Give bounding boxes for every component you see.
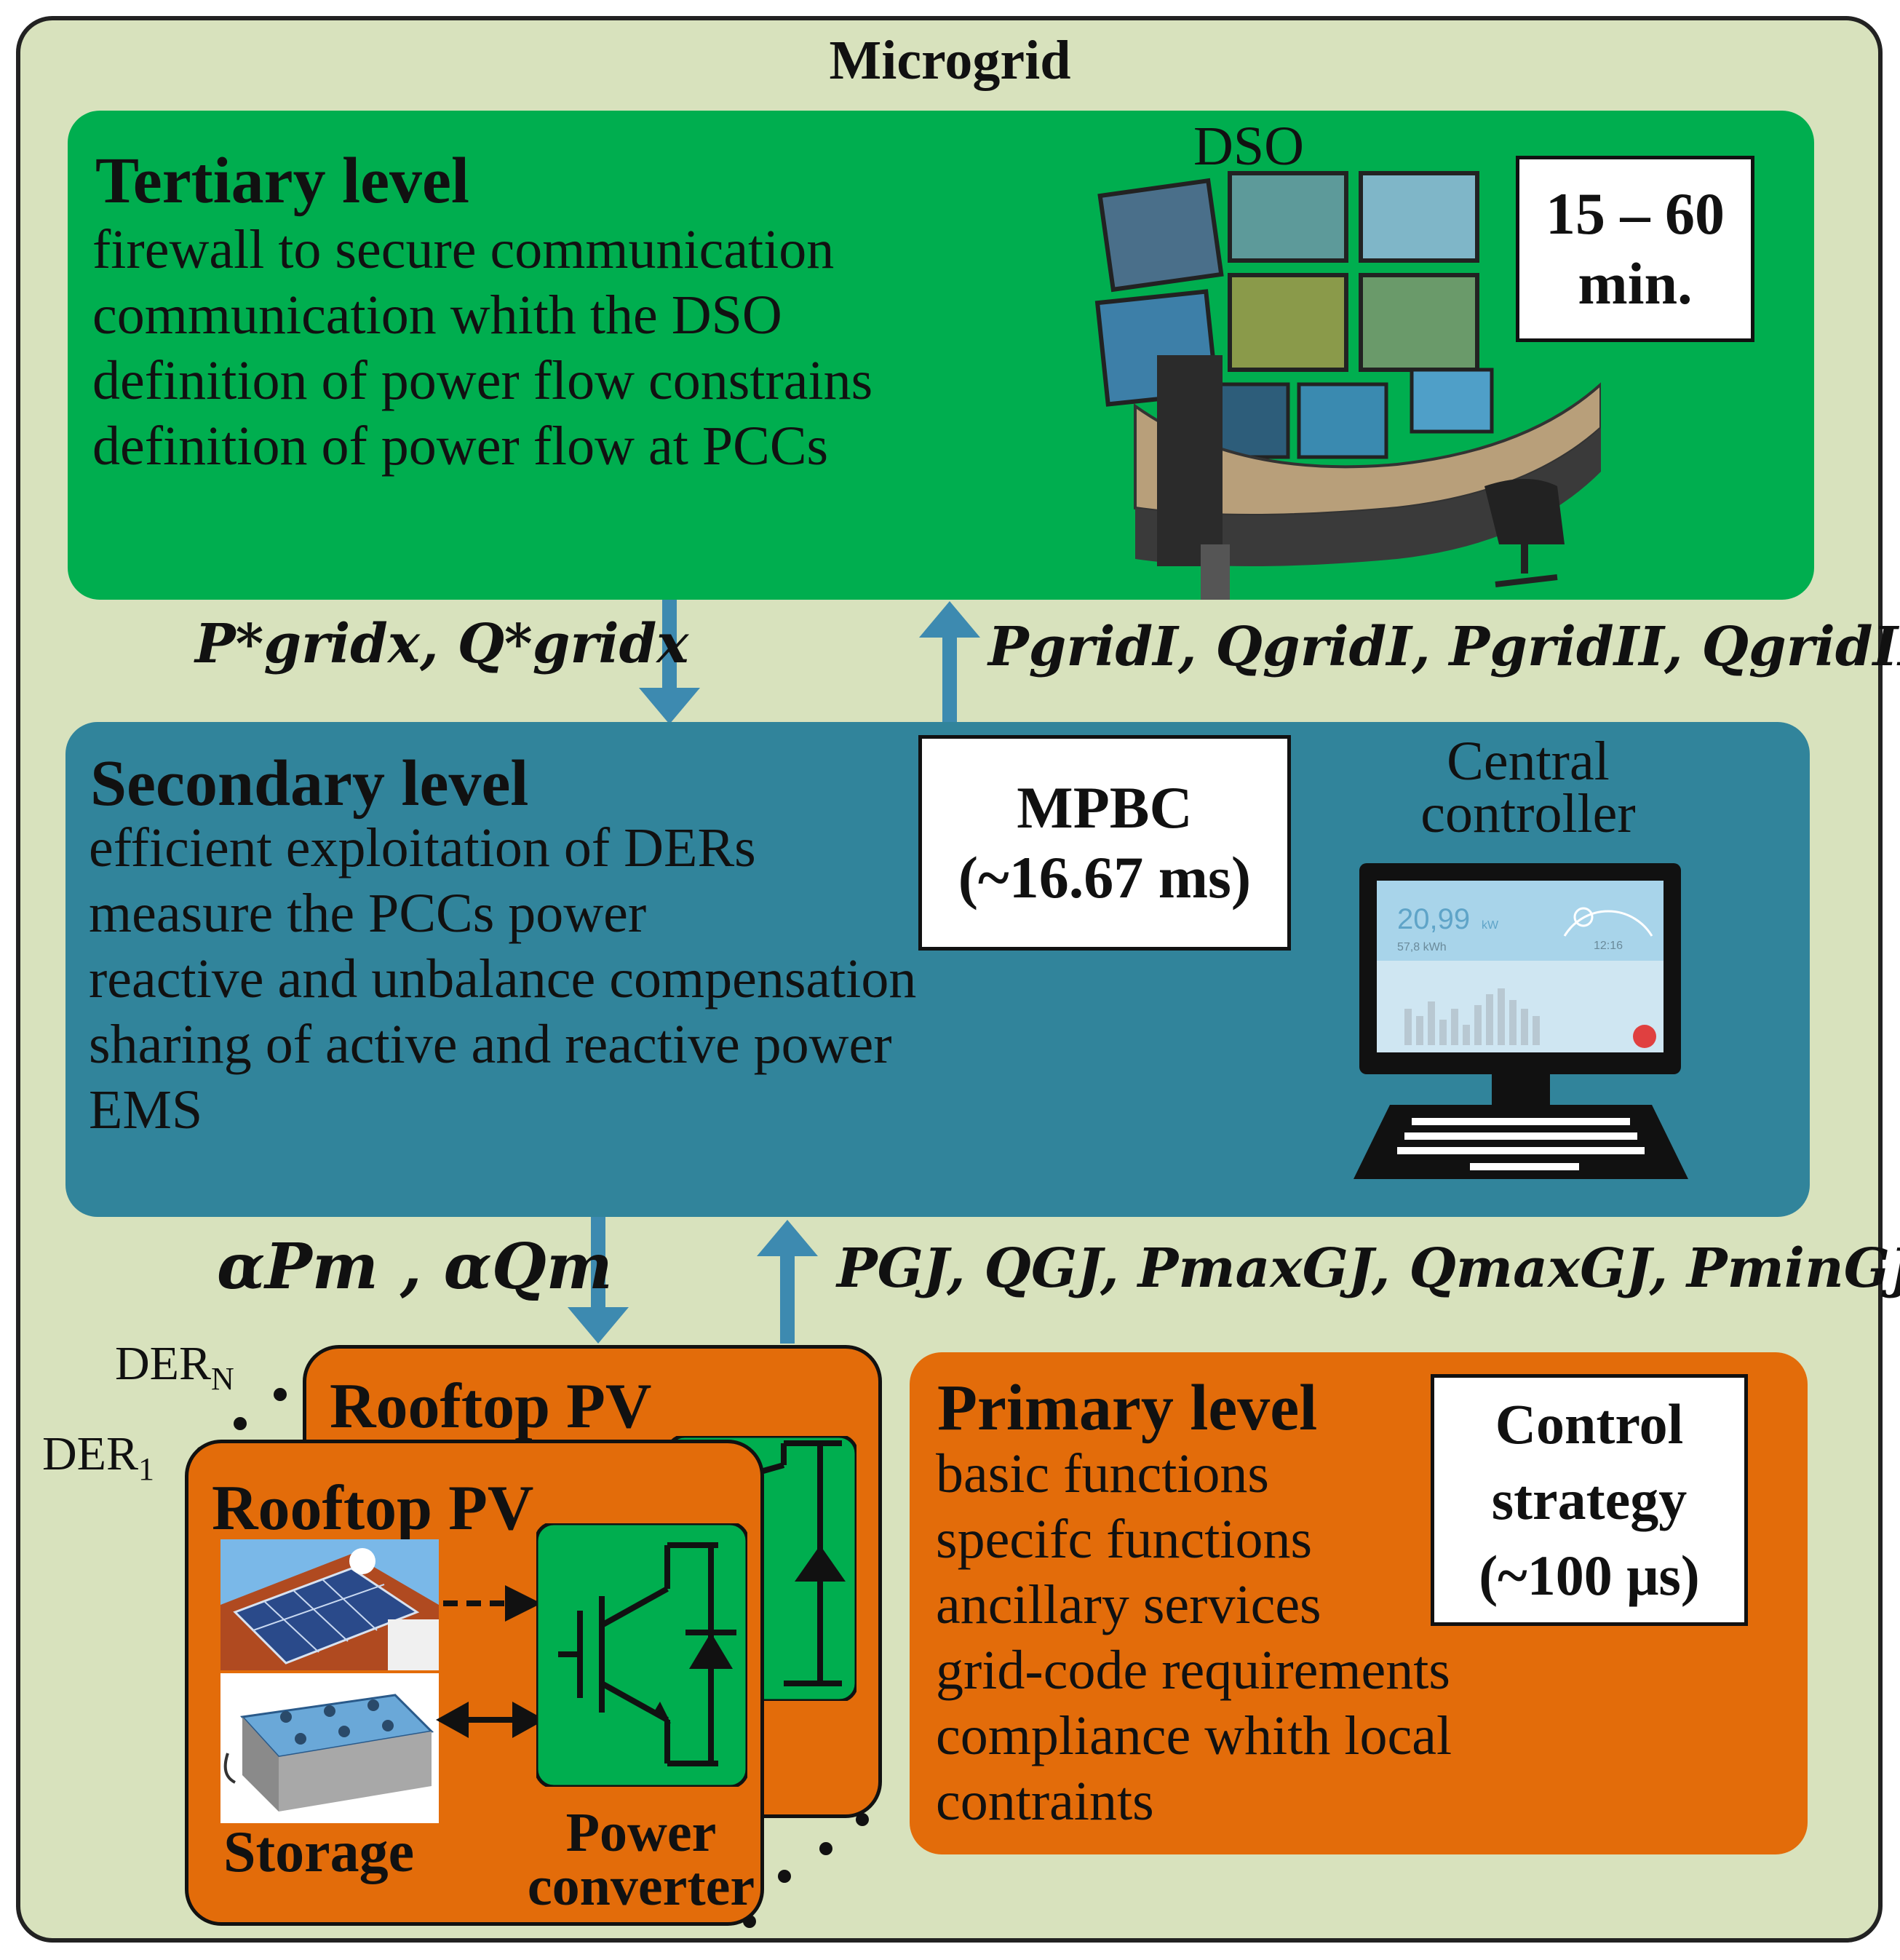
dso-label: DSO	[1193, 116, 1305, 177]
primary-lines: basic functions specifc functions ancill…	[936, 1441, 1452, 1834]
tertiary-time-line2: min.	[1578, 250, 1693, 317]
rooftop-solar-panel-image	[220, 1539, 439, 1670]
der-n-text: DER	[115, 1337, 211, 1390]
tertiary-line: firewall to secure communication	[92, 219, 835, 280]
primary-line: grid-code requirements	[936, 1640, 1450, 1701]
control-strategy-line3: (~100 μs)	[1479, 1544, 1700, 1607]
primary-title: Primary level	[937, 1372, 1318, 1444]
microgrid-title: Microgrid	[829, 30, 1071, 91]
der-1-flow-arrows	[436, 1585, 545, 1738]
secondary-lines: efficient exploitation of DERs measure t…	[89, 815, 916, 1143]
participation-factors-text: αPm , αQm	[217, 1230, 613, 1304]
control-strategy-line1: Control	[1495, 1392, 1684, 1456]
grid-measurement-text: PgridI, QgridI, PgridII, QgridII	[988, 616, 1900, 678]
control-strategy-line2: strategy	[1491, 1468, 1688, 1531]
tertiary-time-box: 15 – 60 min.	[1516, 156, 1754, 342]
der-1-label: DER1	[42, 1427, 154, 1488]
dso-control-room-image	[1094, 171, 1601, 600]
central-controller-computer-icon: 20,99 kW 57,8 kWh 12:16	[1354, 863, 1688, 1179]
screen-sub: 57,8 kWh	[1397, 941, 1447, 953]
secondary-line: reactive and unbalance compensation	[89, 948, 917, 1009]
grid-reference-text: P*gridx, Q*gridx	[195, 613, 689, 675]
der-n-label: DERN	[115, 1336, 234, 1397]
screen-time: 12:16	[1594, 940, 1623, 952]
mpbc-box: MPBC (~16.67 ms)	[918, 735, 1291, 951]
label-der-power-limits: PGJ, QGJ, PmaxGJ, QmaxGJ, PminGJ	[837, 1237, 1900, 1300]
tertiary-line: definition of power flow at PCCs	[92, 416, 829, 477]
secondary-line: measure the PCCs power	[89, 883, 647, 944]
tertiary-title: Tertiary level	[95, 145, 469, 217]
der-1-text: DER	[42, 1427, 138, 1480]
label-participation-factors: αPm , αQm	[217, 1230, 613, 1304]
control-strategy-box: Control strategy (~100 μs)	[1431, 1374, 1748, 1626]
power-converter-icon	[536, 1523, 747, 1787]
central-controller-label: Central controller	[1383, 731, 1674, 844]
secondary-line: efficient exploitation of DERs	[89, 817, 756, 878]
mpbc-line1: MPBC	[1017, 774, 1193, 841]
power-converter-line2: converter	[527, 1856, 755, 1917]
tertiary-line: definition of power flow constrains	[92, 350, 873, 411]
primary-line: specifc functions	[936, 1509, 1313, 1570]
tertiary-line: communication whith the DSO	[92, 285, 782, 346]
storage-label: Storage	[223, 1820, 415, 1884]
primary-line: basic functions	[936, 1443, 1270, 1504]
secondary-line: sharing of active and reactive power	[89, 1014, 892, 1075]
der-1-card: Rooftop PV	[185, 1440, 764, 1926]
central-controller-line1: Central	[1447, 731, 1610, 792]
secondary-line: EMS	[89, 1079, 203, 1140]
der-1-sub: 1	[138, 1451, 154, 1488]
primary-line: contraints	[936, 1771, 1154, 1832]
battery-storage-image	[220, 1673, 439, 1823]
screen-value: 20,99	[1397, 903, 1470, 935]
primary-line: compliance whith local	[936, 1705, 1452, 1766]
label-grid-measurement: PgridI, QgridI, PgridII, QgridII	[988, 616, 1900, 678]
screen-unit: kW	[1482, 919, 1499, 932]
label-grid-reference: P*gridx, Q*gridx	[195, 613, 688, 675]
secondary-title: Secondary level	[90, 747, 529, 820]
tertiary-time-line1: 15 – 60	[1546, 180, 1725, 247]
der-1-card-title: Rooftop PV	[212, 1473, 534, 1544]
power-converter-label: Power converter	[503, 1802, 779, 1917]
der-n-card-title: Rooftop PV	[330, 1371, 652, 1442]
central-controller-line2: controller	[1420, 783, 1636, 844]
primary-line: ancillary services	[936, 1574, 1321, 1635]
der-n-sub: N	[211, 1361, 234, 1397]
power-converter-line1: Power	[565, 1802, 717, 1863]
der-power-limits-text: PGJ, QGJ, PmaxGJ, QmaxGJ, PminGJ	[837, 1237, 1900, 1300]
mpbc-line2: (~16.67 ms)	[958, 844, 1252, 910]
tertiary-lines: firewall to secure communication communi…	[92, 217, 873, 479]
